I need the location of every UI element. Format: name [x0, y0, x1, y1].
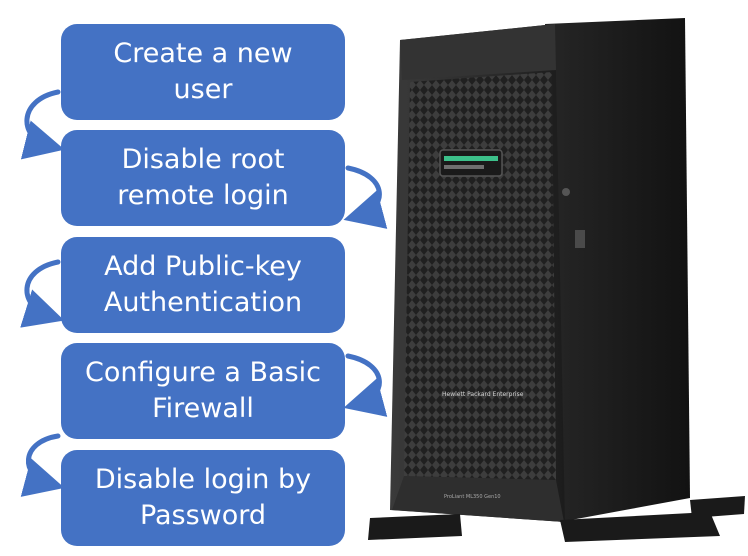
brand-text: Hewlett Packard Enterprise [442, 391, 524, 398]
step-public-key-auth: Add Public-key Authentication [61, 237, 345, 333]
server-feet [368, 514, 462, 540]
power-button-icon [562, 188, 570, 196]
arrow-left-1 [20, 89, 65, 160]
server-side-panel [545, 18, 690, 522]
step-create-user: Create a new user [61, 24, 345, 120]
server-tower-image: Hewlett Packard Enterprise ProLiant ML35… [368, 18, 745, 542]
step-label: Add Public-key Authentication [103, 250, 303, 318]
arrow-right-1 [343, 165, 388, 229]
led-strip [439, 149, 503, 177]
step-disable-password-login: Disable login by Password [61, 450, 345, 546]
step-label: Disable root remote login [117, 143, 289, 211]
arrow-left-3 [20, 433, 65, 497]
step-basic-firewall: Configure a Basic Firewall [61, 343, 345, 439]
model-text: ProLiant ML350 Gen10 [444, 494, 501, 500]
step-label: Configure a Basic Firewall [84, 356, 322, 424]
arrow-right-2 [343, 353, 388, 417]
step-label: Create a new user [113, 37, 293, 105]
side-handle [575, 230, 585, 248]
step-label: Disable login by Password [94, 463, 312, 531]
server-mesh-grille [404, 72, 556, 480]
step-disable-root-login: Disable root remote login [61, 130, 345, 226]
arrow-left-2 [20, 259, 65, 328]
